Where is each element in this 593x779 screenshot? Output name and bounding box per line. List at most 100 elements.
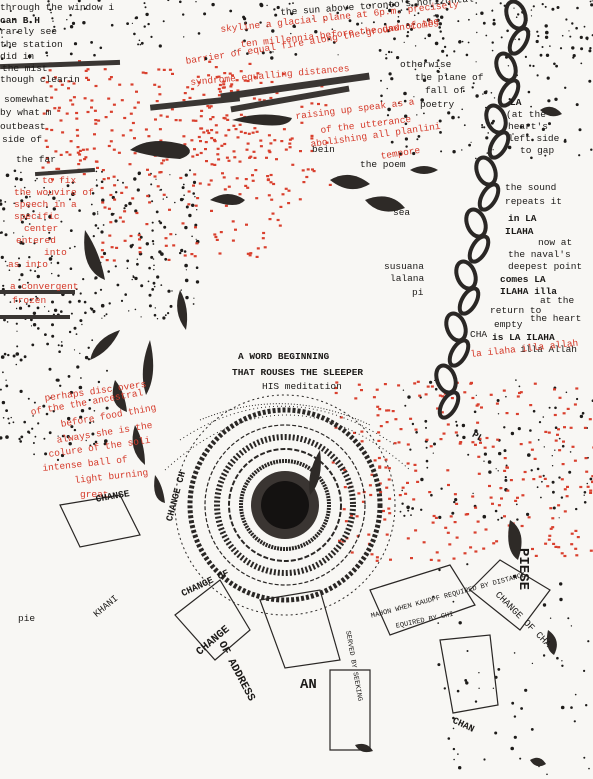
red-speck — [231, 239, 235, 242]
red-speck — [560, 478, 564, 481]
red-speck — [107, 207, 111, 210]
ink-speck — [536, 30, 539, 33]
ink-speck — [97, 213, 99, 215]
ink-speck — [589, 477, 593, 481]
ink-speck — [123, 207, 126, 210]
red-speck — [503, 469, 507, 472]
ink-speck — [497, 470, 499, 472]
ink-speck — [390, 140, 394, 144]
red-speck — [183, 92, 187, 95]
ink-speck — [10, 416, 12, 419]
red-speck — [414, 529, 418, 532]
poem-line: poetry — [420, 99, 455, 110]
ink-speck — [60, 179, 63, 181]
ink-speck — [91, 432, 95, 436]
ink-speck — [97, 227, 100, 230]
ink-speck — [572, 56, 575, 59]
ink-speck — [30, 318, 33, 322]
ink-speck — [57, 435, 59, 437]
ink-speck — [328, 38, 331, 41]
poem-line: the station — [0, 39, 63, 50]
ink-speck — [69, 25, 74, 29]
poem-line: (at the — [506, 109, 546, 120]
ink-speck — [293, 25, 297, 28]
ink-speck — [447, 111, 451, 115]
ink-speck — [544, 35, 549, 39]
red-speck — [446, 531, 450, 534]
ink-speck — [92, 235, 95, 238]
ink-speck — [143, 2, 146, 5]
poem-line: somewhat — [4, 94, 50, 105]
ink-speck — [441, 37, 445, 40]
red-speck — [357, 383, 361, 386]
red-speck — [145, 223, 149, 226]
ink-speck — [128, 310, 130, 312]
red-speck — [153, 175, 157, 178]
red-speck — [169, 233, 173, 236]
ink-speck — [134, 308, 137, 311]
red-speck — [561, 463, 565, 466]
ink-speck — [438, 67, 440, 70]
red-speck — [228, 72, 232, 75]
ink-speck — [96, 211, 99, 213]
red-speck — [107, 144, 111, 148]
red-speck — [425, 438, 429, 441]
red-speck — [406, 481, 409, 484]
ink-speck — [195, 238, 197, 240]
red-speck — [101, 241, 105, 244]
ink-speck — [6, 321, 9, 323]
red-speck — [338, 539, 341, 542]
red-speck — [103, 68, 107, 71]
ink-speck — [583, 491, 587, 494]
red-speck — [239, 113, 243, 116]
ink-speck — [439, 131, 442, 134]
ink-speck — [475, 94, 479, 98]
ink-speck — [542, 474, 545, 477]
red-speck — [45, 145, 49, 148]
ink-speck — [15, 322, 18, 325]
ink-speck — [92, 308, 94, 310]
red-speck — [373, 459, 377, 462]
red-speck — [343, 468, 347, 472]
red-speck — [585, 470, 589, 473]
ink-speck — [69, 52, 73, 56]
ink-speck — [583, 25, 586, 28]
ink-speck — [556, 6, 560, 9]
ink-speck — [478, 672, 480, 674]
red-speck — [109, 193, 113, 197]
red-speck — [233, 156, 237, 159]
ink-speck — [151, 288, 155, 291]
ink-speck — [79, 319, 83, 323]
red-speck — [280, 140, 284, 143]
ink-speck — [60, 220, 63, 223]
red-speck — [288, 138, 292, 141]
ink-speck — [120, 299, 124, 302]
ink-speck — [132, 275, 135, 279]
red-speck — [136, 101, 140, 104]
ink-speck — [266, 25, 269, 28]
red-speck — [549, 507, 553, 510]
ink-speck — [102, 224, 105, 226]
red-speck — [222, 83, 226, 86]
red-speck — [499, 487, 503, 490]
ink-speck — [148, 304, 152, 308]
red-speck — [265, 156, 268, 159]
ink-speck — [274, 13, 278, 17]
ink-speck — [481, 126, 484, 129]
ink-speck — [51, 17, 54, 20]
ink-speck — [505, 464, 508, 467]
ink-speck — [452, 600, 455, 603]
red-speck — [229, 90, 233, 93]
red-speck — [566, 407, 570, 410]
red-speck — [222, 176, 226, 179]
red-speck — [426, 385, 430, 388]
red-speck — [159, 114, 163, 117]
ink-speck — [32, 442, 35, 444]
red-speck — [267, 134, 271, 137]
red-speck — [77, 163, 81, 166]
ink-speck — [402, 389, 405, 391]
ink-speck — [89, 444, 92, 447]
red-speck — [168, 68, 172, 71]
ink-speck — [158, 44, 162, 48]
red-speck — [311, 168, 314, 171]
